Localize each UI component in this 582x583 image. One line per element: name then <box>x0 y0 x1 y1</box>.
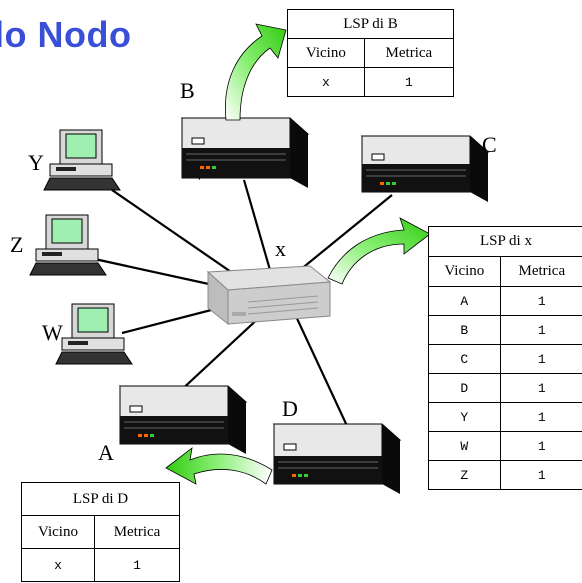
pc-z-icon <box>29 214 107 276</box>
cell-metrica: 1 <box>94 548 180 582</box>
cell-vicino: D <box>428 373 501 403</box>
lsp-table-d: LSP di D Vicino Metrica x 1 <box>20 482 180 582</box>
cell-vicino: B <box>428 315 501 345</box>
router-a-icon <box>118 385 248 454</box>
header-metrica: Metrica <box>363 38 455 68</box>
node-label-x: x <box>275 236 286 261</box>
arrow-b-icon <box>224 23 287 121</box>
cell-vicino: Y <box>428 402 501 432</box>
pc-w-icon <box>55 303 133 365</box>
link-x-b <box>242 179 272 271</box>
cell-vicino: x <box>20 548 96 582</box>
cell-metrica: 1 <box>363 67 455 97</box>
cell-metrica: 1 <box>499 431 582 461</box>
node-label-c: C <box>482 132 497 157</box>
lsp-table-b: LSP di B Vicino Metrica x 1 <box>287 9 455 97</box>
link-x-d <box>293 311 349 429</box>
lsp-caption: LSP di x <box>428 226 582 257</box>
arrow-d-icon <box>165 447 273 485</box>
lsp-caption: LSP di B <box>287 9 454 39</box>
header-vicino: Vicino <box>287 38 365 68</box>
cell-vicino: Z <box>428 460 501 490</box>
cell-metrica: 1 <box>499 373 582 403</box>
cell-metrica: 1 <box>499 402 582 432</box>
cell-metrica: 1 <box>499 344 582 374</box>
cell-vicino: A <box>428 286 501 316</box>
header-vicino: Vicino <box>20 515 96 549</box>
node-label-z: Z <box>10 232 24 257</box>
link-x-c <box>299 194 393 271</box>
arrow-x-icon <box>327 217 431 285</box>
link-x-a <box>177 314 263 394</box>
cell-metrica: 1 <box>499 286 582 316</box>
router-d-icon <box>272 423 402 494</box>
cell-vicino: C <box>428 344 501 374</box>
page-title: lo Nodo <box>0 14 132 55</box>
pc-y-icon <box>43 129 121 191</box>
cell-vicino: W <box>428 431 501 461</box>
cell-metrica: 1 <box>499 460 582 490</box>
node-label-y: Y <box>28 150 44 175</box>
node-label-w: W <box>42 320 63 345</box>
cell-metrica: 1 <box>499 315 582 345</box>
cell-vicino: x <box>287 67 365 97</box>
router-b-icon <box>180 117 310 188</box>
lsp-caption: LSP di D <box>21 482 180 516</box>
router-c-icon <box>360 135 490 202</box>
node-label-a: A <box>98 440 114 465</box>
node-label-d: D <box>282 396 298 421</box>
node-label-b: B <box>180 78 195 103</box>
hub-x-icon <box>206 265 332 326</box>
header-metrica: Metrica <box>499 256 582 287</box>
header-metrica: Metrica <box>94 515 180 549</box>
header-vicino: Vicino <box>428 256 501 287</box>
link-x-y <box>111 189 251 286</box>
